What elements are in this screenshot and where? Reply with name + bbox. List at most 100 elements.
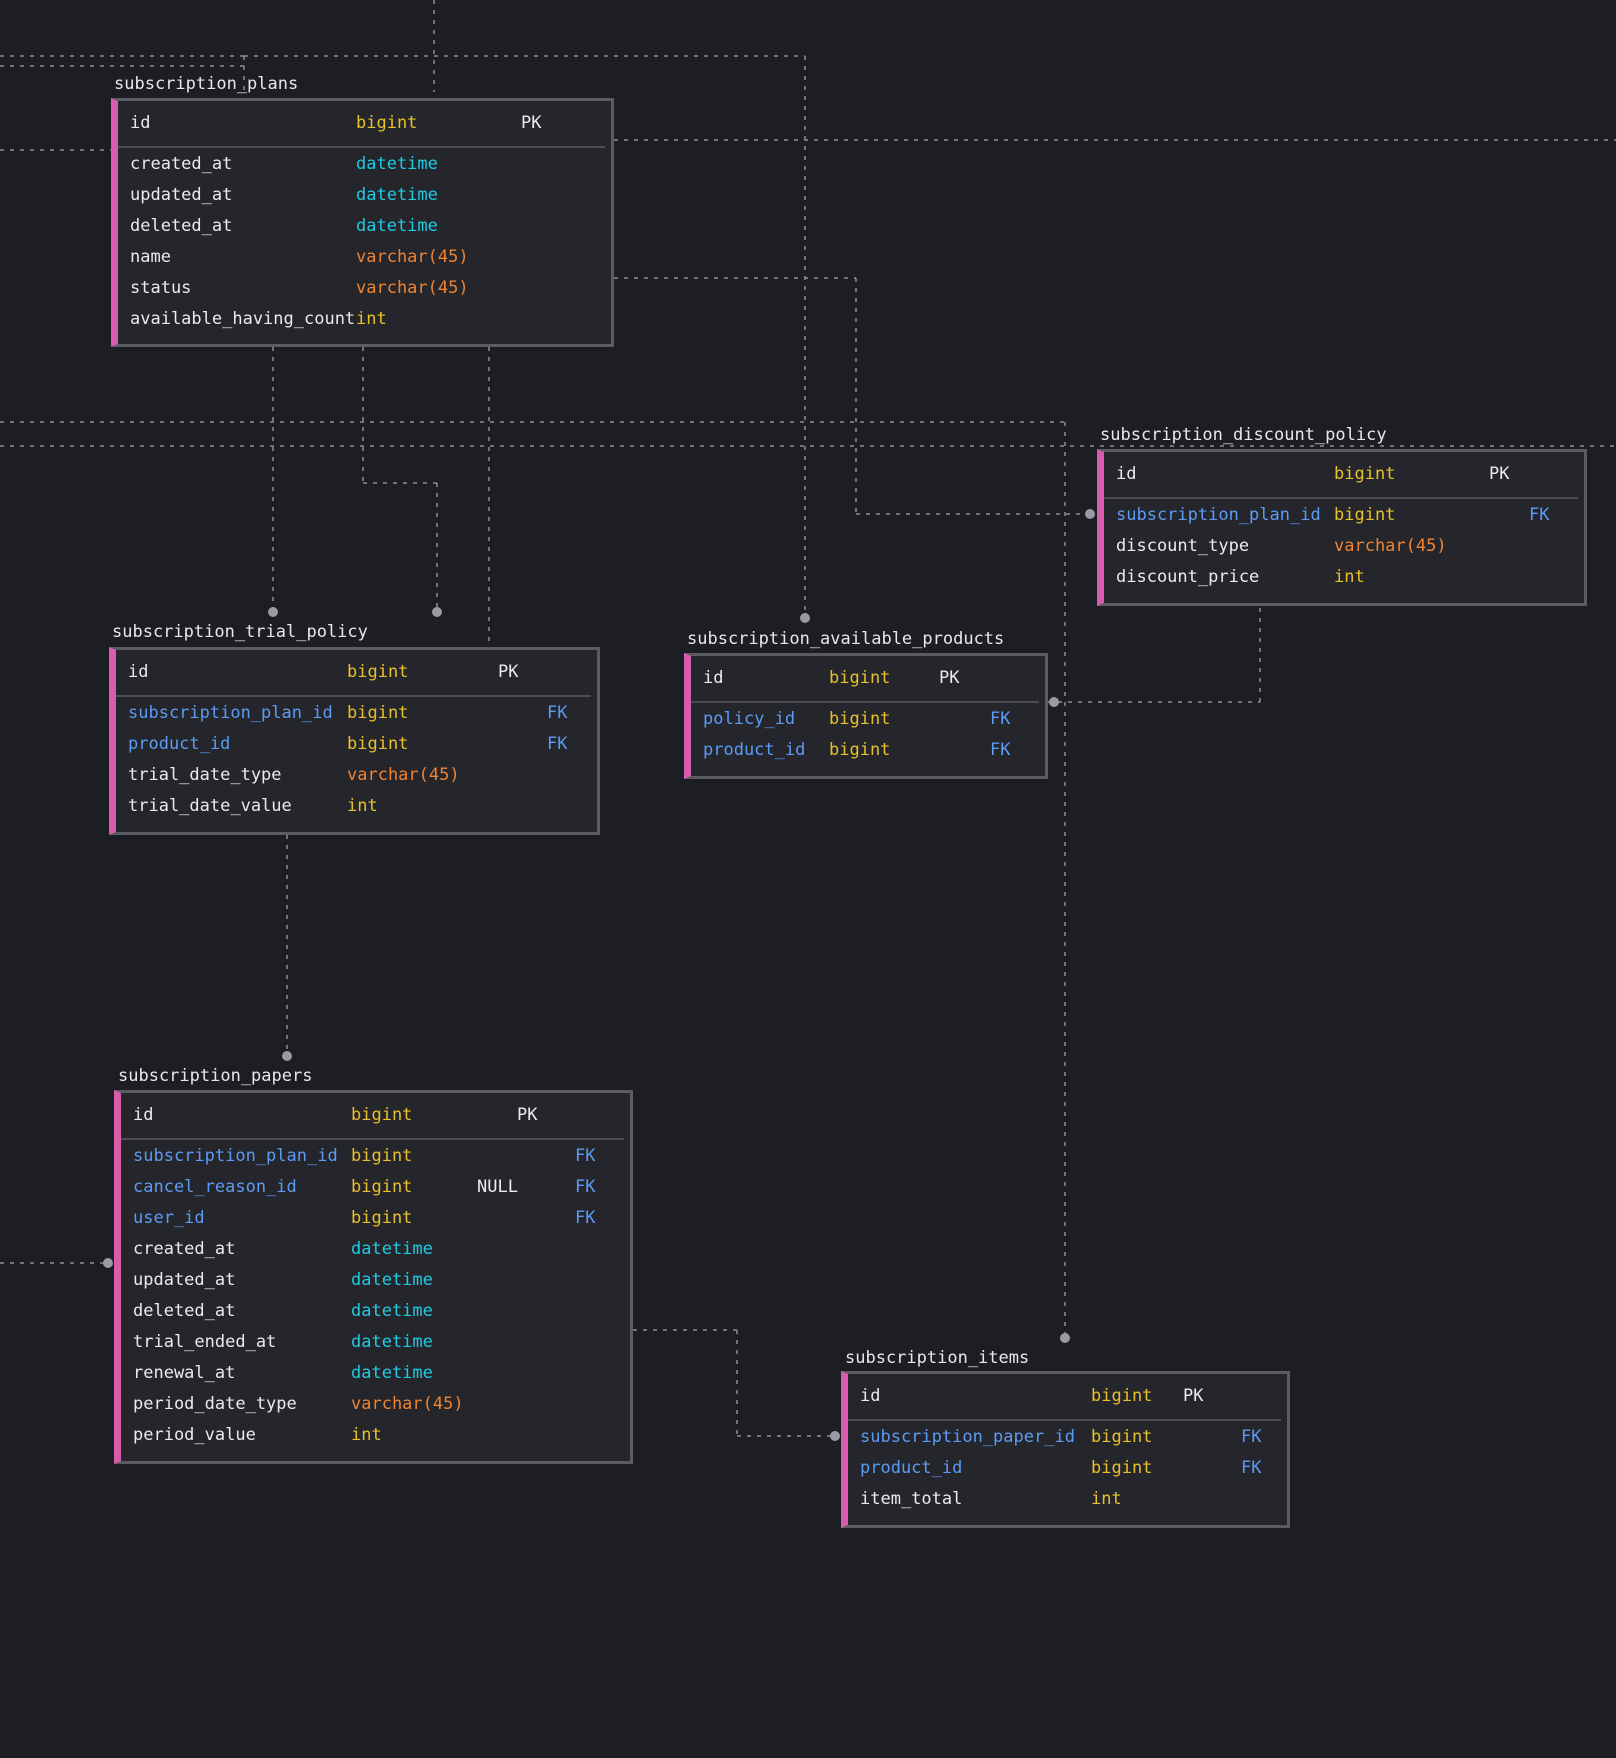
column-name: product_id bbox=[128, 734, 231, 754]
column-name: updated_at bbox=[133, 1270, 236, 1290]
column-type: varchar(45) bbox=[1334, 536, 1447, 556]
connector-dot[interactable] bbox=[282, 1051, 292, 1061]
column-name: created_at bbox=[133, 1239, 236, 1259]
column-type: int bbox=[1091, 1489, 1122, 1509]
foreign-key-badge: FK bbox=[1529, 505, 1550, 525]
column-type: datetime bbox=[356, 216, 438, 236]
primary-key-badge: PK bbox=[498, 662, 519, 682]
column-name: id bbox=[130, 113, 151, 133]
table-title-subscription-trial-policy[interactable]: subscription_trial_policy bbox=[112, 622, 368, 642]
column-name: subscription_paper_id bbox=[860, 1427, 1075, 1447]
column-type: datetime bbox=[356, 154, 438, 174]
foreign-key-badge: FK bbox=[575, 1208, 596, 1228]
column-type: bigint bbox=[829, 740, 891, 760]
primary-key-badge: PK bbox=[1183, 1386, 1204, 1406]
column-name: id bbox=[1116, 464, 1137, 484]
table-title-subscription-items[interactable]: subscription_items bbox=[845, 1348, 1030, 1368]
table-title-subscription-available-products[interactable]: subscription_available_products bbox=[687, 629, 1005, 649]
column-name: created_at bbox=[130, 154, 233, 174]
column-type: varchar(45) bbox=[356, 247, 469, 267]
table-title-subscription-papers[interactable]: subscription_papers bbox=[118, 1066, 313, 1086]
foreign-key-badge: FK bbox=[547, 703, 568, 723]
column-row-created-at[interactable]: created_at datetime bbox=[121, 1234, 630, 1265]
connector-dot[interactable] bbox=[432, 607, 442, 617]
column-name: id bbox=[133, 1105, 154, 1125]
connector-dot[interactable] bbox=[1085, 509, 1095, 519]
column-name: period_value bbox=[133, 1425, 256, 1445]
connector-dot[interactable] bbox=[800, 613, 810, 623]
table-title-subscription-plans[interactable]: subscription_plans bbox=[114, 74, 299, 94]
column-type: datetime bbox=[351, 1239, 433, 1259]
foreign-key-badge: FK bbox=[547, 734, 568, 754]
column-row-discount-type[interactable]: discount_type varchar(45) bbox=[1104, 531, 1584, 562]
column-row-updated-at[interactable]: updated_at datetime bbox=[121, 1265, 630, 1296]
column-nullable: NULL bbox=[477, 1177, 518, 1197]
primary-key-badge: PK bbox=[517, 1105, 538, 1125]
column-name: id bbox=[128, 662, 149, 682]
connector-dot[interactable] bbox=[1060, 1333, 1070, 1343]
column-type: bigint bbox=[829, 668, 891, 688]
column-name: discount_type bbox=[1116, 536, 1250, 556]
column-name: available_having_count bbox=[130, 309, 356, 329]
column-name: renewal_at bbox=[133, 1363, 236, 1383]
connector-dot[interactable] bbox=[268, 607, 278, 617]
column-type: datetime bbox=[351, 1270, 433, 1290]
column-name: user_id bbox=[133, 1208, 205, 1228]
table-title-subscription-discount-policy[interactable]: subscription_discount_policy bbox=[1100, 425, 1387, 445]
column-type: bigint bbox=[347, 703, 409, 723]
connector-dot[interactable] bbox=[830, 1431, 840, 1441]
column-row-subscription-plan-id[interactable]: subscription_plan_id bigint FK bbox=[116, 698, 597, 729]
connector-dot[interactable] bbox=[1049, 697, 1059, 707]
column-name: status bbox=[130, 278, 192, 298]
column-name: id bbox=[860, 1386, 881, 1406]
column-name: deleted_at bbox=[133, 1301, 236, 1321]
primary-key-badge: PK bbox=[1489, 464, 1510, 484]
connector-dot[interactable] bbox=[103, 1258, 113, 1268]
column-name: subscription_plan_id bbox=[1116, 505, 1321, 525]
column-name: subscription_plan_id bbox=[128, 703, 333, 723]
column-row-created-at[interactable]: created_at datetime bbox=[118, 149, 611, 180]
column-type: bigint bbox=[1091, 1458, 1153, 1478]
column-type: bigint bbox=[351, 1177, 413, 1197]
